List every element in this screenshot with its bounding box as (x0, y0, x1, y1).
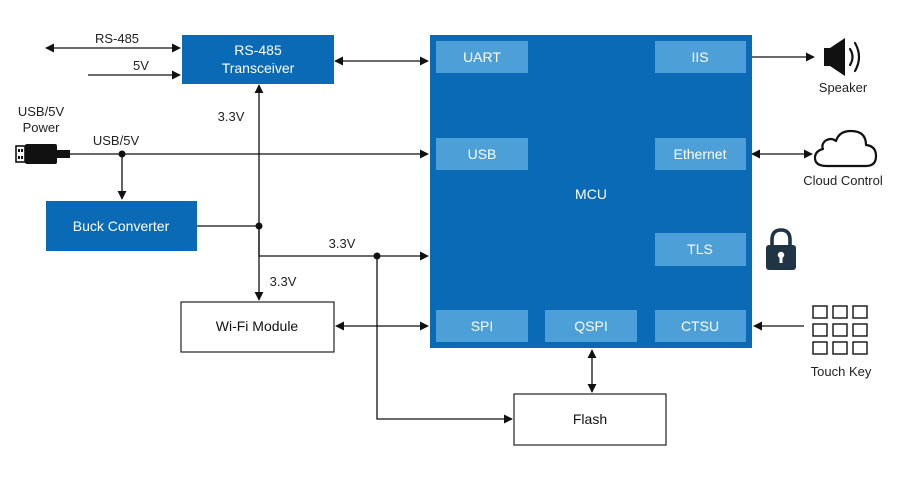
cloud-control-label: Cloud Control (803, 173, 883, 188)
wifi-module-label: Wi-Fi Module (216, 318, 299, 334)
33v-transceiver-label: 3.3V (218, 109, 245, 124)
speaker-label: Speaker (819, 80, 868, 95)
speaker-icon (824, 38, 861, 76)
tls-label: TLS (687, 241, 713, 257)
buck-converter-box (46, 201, 197, 251)
rs485-transceiver-block: RS-485 Transceiver (182, 35, 334, 84)
qspi-box (545, 310, 637, 342)
5v-label: 5V (133, 58, 149, 73)
rs485-transceiver-line1: RS-485 (234, 42, 282, 58)
signal-labels: RS-485 5V USB/5V 3.3V 3.3V 3.3V (93, 31, 356, 289)
rs485-transceiver-box (182, 35, 334, 84)
rs485-transceiver-line2: Transceiver (222, 60, 295, 76)
touch-key-label: Touch Key (811, 364, 872, 379)
touch-key: Touch Key (811, 305, 872, 379)
uart-box (436, 41, 528, 73)
usb-box (436, 138, 528, 170)
usb-power-line1: USB/5V (18, 104, 65, 119)
flash-box (513, 393, 667, 446)
buck-converter-block: Buck Converter (46, 201, 197, 251)
ctsu-label: CTSU (681, 318, 719, 334)
usb-power-line2: Power (23, 120, 61, 135)
cloud-control: Cloud Control (803, 129, 883, 188)
connections (45, 43, 815, 424)
usb-label: USB (468, 146, 497, 162)
flash-block: Flash (513, 393, 667, 446)
uart-label: UART (463, 49, 501, 65)
rs485-label: RS-485 (95, 31, 139, 46)
ethernet-label: Ethernet (674, 146, 727, 162)
33v-mcu-label: 3.3V (329, 236, 356, 251)
spi-label: SPI (471, 318, 494, 334)
usb-plug-icon (15, 144, 70, 164)
ethernet-box (655, 138, 746, 170)
33v-wifi-label: 3.3V (270, 274, 297, 289)
mcu-block: MCU UART IIS USB Ethernet TLS SPI QSPI C… (430, 35, 752, 348)
usb5v-label: USB/5V (93, 133, 140, 148)
cloud-icon (813, 129, 878, 168)
wifi-module-box (180, 301, 335, 353)
usb-power: USB/5V Power (15, 104, 70, 164)
mcu-box (430, 35, 752, 348)
mcu-label: MCU (575, 186, 607, 202)
qspi-label: QSPI (574, 318, 607, 334)
33v-mcu-line (258, 226, 429, 261)
ctsu-box (655, 310, 746, 342)
buck-converter-label: Buck Converter (73, 218, 170, 234)
wifi-module-block: Wi-Fi Module (180, 301, 335, 353)
flash-label: Flash (573, 411, 607, 427)
spi-box (436, 310, 528, 342)
iis-box (655, 41, 746, 73)
tls-box (655, 233, 746, 266)
iis-label: IIS (691, 49, 708, 65)
keypad-icon (812, 305, 868, 355)
speaker: Speaker (819, 38, 868, 95)
33v-flash-line (376, 256, 513, 424)
lock-icon (766, 228, 796, 270)
